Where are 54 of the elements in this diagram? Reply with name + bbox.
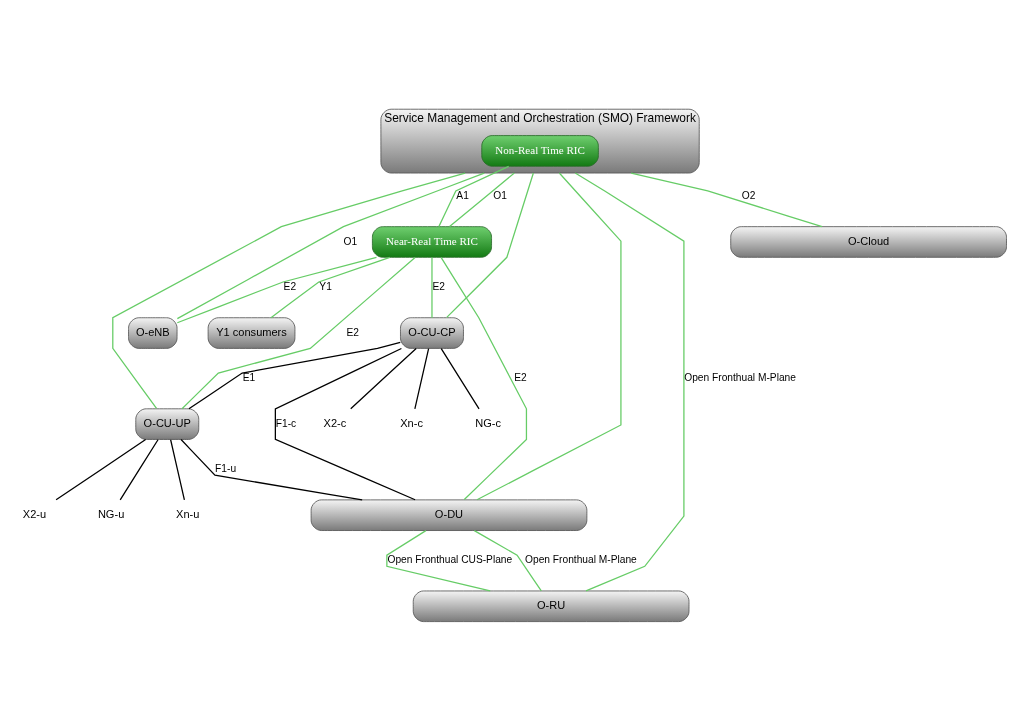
- connector: [274, 347, 416, 500]
- node-box: Non-Real Time RIC: [481, 134, 599, 167]
- node-box: O-CU-UP: [135, 407, 200, 440]
- edge-label: E1: [242, 371, 256, 383]
- connector: [270, 256, 391, 318]
- edge-label: Open Fronthual M-Plane: [684, 371, 796, 383]
- edge-label: Open Fronthual CUS-Plane: [387, 553, 513, 565]
- node-text: X2-u: [22, 507, 47, 520]
- connector: [448, 171, 515, 227]
- connector: [119, 438, 159, 500]
- connector: [386, 529, 491, 592]
- edge-label: O2: [741, 189, 756, 201]
- edge-label: E2: [283, 280, 297, 292]
- node-box: O-CU-CP: [400, 316, 464, 349]
- connector: [574, 171, 685, 591]
- connector: [446, 171, 534, 318]
- connector: [181, 256, 416, 409]
- connector: [476, 171, 622, 500]
- connector: [350, 347, 417, 409]
- node-box: O-DU: [310, 498, 588, 531]
- node-text: Xn-u: [176, 507, 200, 520]
- connector: [431, 256, 433, 318]
- connector: [440, 256, 528, 500]
- node-text: X2-c: [323, 416, 347, 429]
- node-text: NG-c: [475, 416, 502, 429]
- node-box: O-Cloud: [730, 225, 1007, 258]
- edge-label: E2: [432, 280, 446, 292]
- connector: [176, 171, 485, 319]
- node-box: O-eNB: [128, 316, 178, 349]
- connector: [55, 438, 147, 500]
- connector: [473, 529, 542, 592]
- connector: [438, 165, 510, 227]
- edge-label: F1-c: [275, 417, 297, 429]
- connector: [414, 347, 430, 409]
- connector: [170, 438, 186, 500]
- connector: [180, 438, 363, 500]
- edge-label: A1: [456, 189, 469, 201]
- edge-label: Open Fronthual M-Plane: [525, 553, 637, 565]
- node-box: Near-Real Time RIC: [371, 225, 492, 258]
- edge-label: O1: [343, 235, 358, 247]
- edge-label: F1-u: [215, 462, 237, 474]
- edge-label: O1: [493, 189, 507, 201]
- node-box: Y1 consumers: [207, 316, 296, 349]
- connector: [112, 171, 466, 409]
- connector: [176, 256, 378, 323]
- connector: [188, 341, 401, 409]
- connector: [630, 171, 823, 227]
- edge-label: E2: [514, 371, 527, 383]
- edge-label: E2: [346, 326, 360, 338]
- edge-label: Y1: [319, 280, 332, 292]
- node-text: NG-u: [97, 507, 125, 520]
- node-text: Xn-c: [400, 416, 423, 429]
- connector: [440, 347, 480, 409]
- node-box: O-RU: [412, 590, 690, 622]
